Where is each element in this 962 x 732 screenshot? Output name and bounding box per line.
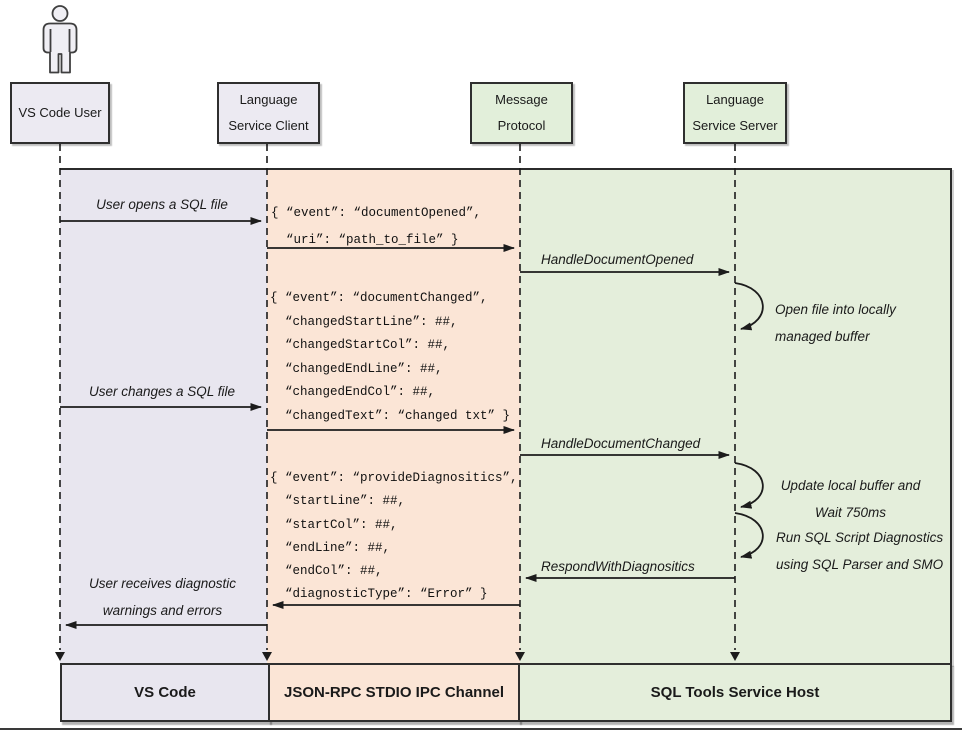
code-line: “changedEndLine”: ##, bbox=[270, 361, 443, 376]
lane-json-rpc-channel bbox=[267, 170, 520, 665]
code-line: “uri”: “path_to_file” } bbox=[271, 233, 459, 247]
actor-label: Protocol bbox=[497, 118, 546, 133]
label-line: using SQL Parser and SMO bbox=[776, 557, 944, 572]
code-line: “diagnosticType”: “Error” } bbox=[270, 587, 488, 602]
loop-run-diagnostics bbox=[734, 512, 764, 559]
label-user-changes-file: User changes a SQL file bbox=[88, 384, 236, 399]
code-line: { “event”: “documentChanged”, bbox=[270, 291, 488, 305]
label-line: warnings and errors bbox=[102, 603, 223, 618]
code-line: “changedStartCol”: ##, bbox=[270, 338, 451, 352]
actor-box-message-protocol: Message Protocol bbox=[470, 82, 573, 144]
footer-label: JSON-RPC STDIO IPC Channel bbox=[283, 684, 505, 701]
label-update-buffer-wait: Update local buffer and Wait 750ms bbox=[758, 472, 943, 526]
actor-box-vscode-user: VS Code User bbox=[10, 82, 110, 144]
actor-box-language-service-server: Language Service Server bbox=[683, 82, 787, 144]
footer-label: VS Code bbox=[134, 684, 196, 701]
footer-box-json-rpc-channel: JSON-RPC STDIO IPC Channel bbox=[268, 663, 520, 722]
label-run-sql-diagnostics: Run SQL Script Diagnostics using SQL Par… bbox=[776, 524, 943, 578]
loop-update-buffer-wait bbox=[734, 462, 764, 509]
actor-box-language-service-client: Language Service Client bbox=[217, 82, 320, 144]
footer-box-vscode: VS Code bbox=[60, 663, 270, 722]
code-line: “changedText”: “changed txt” } bbox=[270, 408, 511, 423]
actor-label: Language bbox=[706, 92, 764, 107]
label-line: Wait 750ms bbox=[814, 505, 887, 520]
actor-label: VS Code User bbox=[18, 105, 102, 120]
bottom-rule bbox=[0, 728, 962, 730]
code-line: “endLine”: ##, bbox=[270, 540, 391, 555]
code-line: “endCol”: ##, bbox=[270, 564, 383, 579]
code-line: “changedEndCol”: ##, bbox=[270, 385, 436, 399]
label-user-receives-diagnostics: User receives diagnostic warnings and er… bbox=[60, 570, 265, 624]
user-person-icon bbox=[42, 5, 78, 74]
label-handle-document-changed: HandleDocumentChanged bbox=[541, 436, 701, 451]
label-open-file-buffer: Open file into locally managed buffer bbox=[775, 296, 896, 350]
lifeline-end-arrowheads bbox=[55, 652, 740, 661]
code-line: “startCol”: ##, bbox=[270, 517, 398, 532]
rpc-message-document-changed: { “event”: “documentChanged”, “changedSt… bbox=[270, 287, 510, 428]
label-line: managed buffer bbox=[775, 329, 870, 344]
label-line: Open file into locally bbox=[775, 302, 896, 317]
label-handle-document-opened: HandleDocumentOpened bbox=[541, 252, 694, 267]
loop-open-file-buffer bbox=[734, 282, 764, 331]
footer-label: SQL Tools Service Host bbox=[650, 684, 820, 701]
actor-label: Language bbox=[239, 92, 298, 107]
message-arrows bbox=[60, 217, 735, 629]
rpc-message-provide-diagnostics: { “event”: “provideDiagnositics”, “start… bbox=[270, 467, 518, 607]
actor-label: Service Server bbox=[692, 118, 778, 133]
actor-label: Service Client bbox=[228, 118, 309, 133]
server-self-loops bbox=[734, 282, 764, 559]
code-line: “startLine”: ##, bbox=[270, 494, 406, 509]
label-line: Run SQL Script Diagnostics bbox=[776, 530, 944, 545]
label-line: Update local buffer and bbox=[780, 478, 921, 493]
label-respond-with-diagnostics: RespondWithDiagnositics bbox=[541, 559, 695, 574]
lane-vscode bbox=[60, 170, 267, 665]
lifelines bbox=[59, 144, 736, 650]
code-line: “changedStartLine”: ##, bbox=[270, 314, 458, 329]
code-line: { “event”: “provideDiagnositics”, bbox=[270, 471, 518, 485]
footer-box-sql-tools-host: SQL Tools Service Host bbox=[518, 663, 952, 722]
label-line: User receives diagnostic bbox=[88, 576, 237, 591]
rpc-message-document-opened: { “event”: “documentOpened”, “uri”: “pat… bbox=[271, 200, 481, 254]
code-line: { “event”: “documentOpened”, bbox=[271, 206, 482, 220]
actor-label: Message bbox=[495, 92, 548, 107]
label-user-opens-file: User opens a SQL file bbox=[96, 197, 228, 212]
